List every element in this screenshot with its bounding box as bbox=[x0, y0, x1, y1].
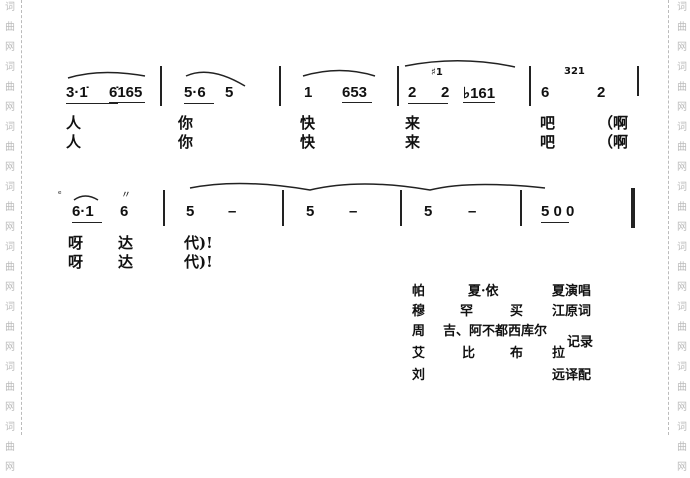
note: ♭161 bbox=[463, 85, 496, 102]
credit-text: 远译配 bbox=[552, 368, 592, 383]
credit-text: 夏演唱 bbox=[552, 284, 592, 299]
note: 5 0 0 bbox=[541, 203, 575, 220]
note: 2 bbox=[408, 84, 417, 101]
dash: – bbox=[228, 203, 237, 220]
grace-note: 321 bbox=[564, 66, 585, 77]
note: 653 bbox=[342, 84, 368, 101]
barline bbox=[282, 190, 284, 226]
right-margin-line bbox=[668, 0, 669, 435]
lyric: 你 bbox=[178, 133, 194, 151]
note: 3·1̇ bbox=[66, 84, 88, 101]
credit-text: 罕 bbox=[460, 304, 474, 319]
watermark-text: 词曲网 bbox=[5, 62, 15, 113]
barline bbox=[520, 190, 522, 226]
lyric: 呀 bbox=[68, 234, 84, 252]
credit-text: 夏·依 bbox=[468, 284, 499, 299]
note: 5 bbox=[225, 84, 234, 101]
grace-note: ᵉ bbox=[58, 190, 62, 200]
watermark-text: 词曲网 bbox=[5, 182, 15, 233]
barline bbox=[279, 66, 281, 106]
barline bbox=[397, 66, 399, 106]
watermark-text: 词曲网 bbox=[677, 182, 687, 233]
watermark-text: 词曲网 bbox=[5, 362, 15, 413]
barline bbox=[163, 190, 165, 226]
barline bbox=[637, 66, 639, 96]
note: 5 bbox=[306, 203, 315, 220]
credit-text: 布 bbox=[510, 346, 524, 361]
note: 6·1 bbox=[72, 203, 94, 220]
lyric: 来 bbox=[405, 114, 421, 132]
watermark-text: 词曲网 bbox=[5, 122, 15, 173]
credit-text: 吉、阿不都西库尔 bbox=[443, 324, 548, 339]
note: 6 bbox=[541, 84, 550, 101]
barline bbox=[400, 190, 402, 226]
grace-note: ♯1 bbox=[431, 67, 443, 78]
watermark-text: 词曲网 bbox=[677, 2, 687, 53]
left-margin-line bbox=[21, 0, 22, 435]
lyric: 人 bbox=[66, 133, 82, 151]
credit-text: 周 bbox=[412, 324, 426, 339]
note: 5 bbox=[424, 203, 433, 220]
lyric: 吧 bbox=[540, 133, 556, 151]
watermark-text: 词曲网 bbox=[677, 62, 687, 113]
dash: – bbox=[349, 203, 358, 220]
watermark-text: 词曲网 bbox=[677, 122, 687, 173]
barline bbox=[160, 66, 162, 106]
ornament-mark: 〃 bbox=[121, 190, 131, 201]
lyric: 呀 bbox=[68, 253, 84, 271]
note: 6 bbox=[120, 203, 129, 220]
lyric: 代)! bbox=[184, 253, 213, 271]
credit-text: 比 bbox=[462, 346, 476, 361]
credit-text: 买 bbox=[510, 304, 524, 319]
watermark-text: 词曲网 bbox=[5, 242, 15, 293]
lyric: 来 bbox=[405, 133, 421, 151]
slurs bbox=[67, 60, 546, 201]
credit-text: 记录 bbox=[567, 335, 594, 350]
lyric: 达 bbox=[118, 253, 134, 271]
dash: – bbox=[468, 203, 477, 220]
lyric: （啊 bbox=[598, 133, 629, 151]
credit-text: 刘 bbox=[412, 368, 426, 383]
credit-text: 艾 bbox=[412, 346, 426, 361]
final-barline bbox=[631, 188, 635, 228]
credit-text: 江原词 bbox=[552, 304, 592, 319]
lyric: 快 bbox=[300, 133, 316, 151]
lyric: 代)! bbox=[184, 234, 213, 252]
note: 2 bbox=[597, 84, 606, 101]
credit-text: 拉 bbox=[552, 346, 566, 361]
note: 1 bbox=[304, 84, 313, 101]
lyric: 吧 bbox=[540, 114, 556, 132]
lyric: （啊 bbox=[598, 114, 629, 132]
barline bbox=[529, 66, 531, 106]
lyric: 快 bbox=[300, 114, 316, 132]
lyric: 人 bbox=[66, 114, 82, 132]
lyric: 达 bbox=[118, 234, 134, 252]
watermark-text: 词曲网 bbox=[5, 2, 15, 53]
watermark-text: 词曲网 bbox=[5, 302, 15, 353]
watermark-text: 词曲网 bbox=[677, 302, 687, 353]
watermark-text: 词曲网 bbox=[677, 362, 687, 413]
note: 5 bbox=[186, 203, 195, 220]
note: 5·6 bbox=[184, 84, 206, 101]
credit-text: 穆 bbox=[412, 304, 426, 319]
credit-text: 帕 bbox=[412, 284, 426, 299]
note: 2 bbox=[441, 84, 450, 101]
note: 6̇165 bbox=[109, 84, 143, 101]
lyric: 你 bbox=[178, 114, 194, 132]
watermark-text: 词曲网 bbox=[677, 242, 687, 293]
